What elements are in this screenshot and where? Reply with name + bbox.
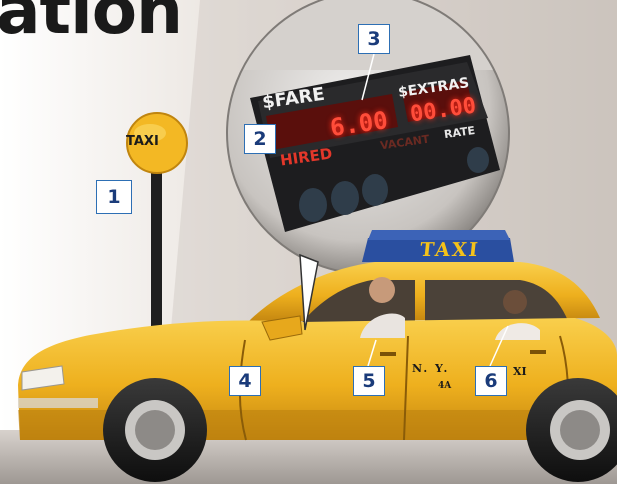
roof-taxi-sign: TAXI bbox=[419, 239, 481, 261]
callout-1: 1 bbox=[96, 180, 132, 214]
door-lettering-2: XI bbox=[513, 365, 527, 378]
door-lettering: N. Y. bbox=[412, 362, 449, 375]
page-heading: ation bbox=[0, 0, 182, 44]
callout-3: 3 bbox=[358, 24, 390, 54]
callout-5: 5 bbox=[353, 366, 385, 396]
callout-6: 6 bbox=[475, 366, 507, 396]
pole-taxi-sign: TAXI bbox=[126, 134, 159, 149]
callout-2: 2 bbox=[244, 124, 276, 154]
door-lettering-3: 4A bbox=[438, 381, 451, 391]
callout-4: 4 bbox=[229, 366, 261, 396]
